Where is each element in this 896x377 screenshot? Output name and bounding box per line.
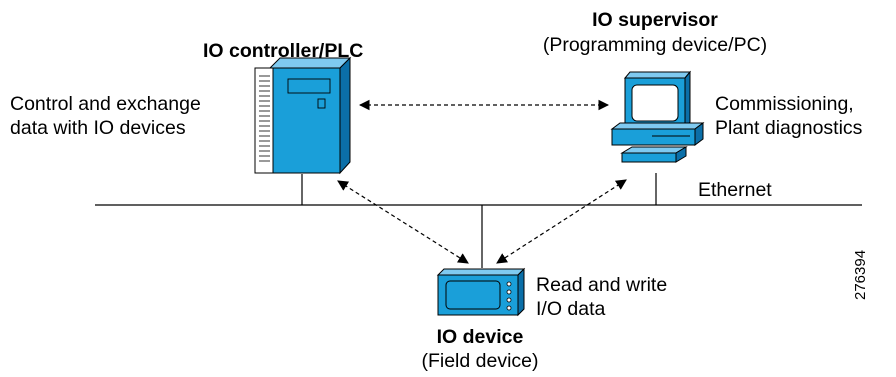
ethernet-label: Ethernet bbox=[698, 179, 772, 201]
figure-id: 276394 bbox=[852, 249, 869, 300]
device-subtitle: (Field device) bbox=[421, 350, 539, 372]
supervisor-title: IO supervisor bbox=[592, 9, 718, 31]
controller-title: IO controller/PLC bbox=[203, 40, 364, 62]
device-description-line1: Read and write bbox=[536, 274, 668, 296]
device-title: IO device bbox=[436, 326, 524, 348]
device-description-line2: I/O data bbox=[536, 298, 606, 320]
field-device-icon bbox=[436, 267, 526, 317]
supervisor-description-line2: Plant diagnostics bbox=[715, 117, 863, 139]
supervisor-description-line1: Commissioning, bbox=[715, 93, 854, 115]
controller-description-line2: data with IO devices bbox=[10, 117, 186, 139]
supervisor-device-arrow bbox=[496, 179, 627, 264]
plc-icon bbox=[254, 56, 352, 175]
controller-device-arrow bbox=[337, 180, 469, 264]
controller-description-line1: Control and exchange bbox=[10, 93, 201, 115]
pc-icon bbox=[610, 70, 705, 163]
supervisor-subtitle: (Programming device/PC) bbox=[542, 34, 768, 56]
